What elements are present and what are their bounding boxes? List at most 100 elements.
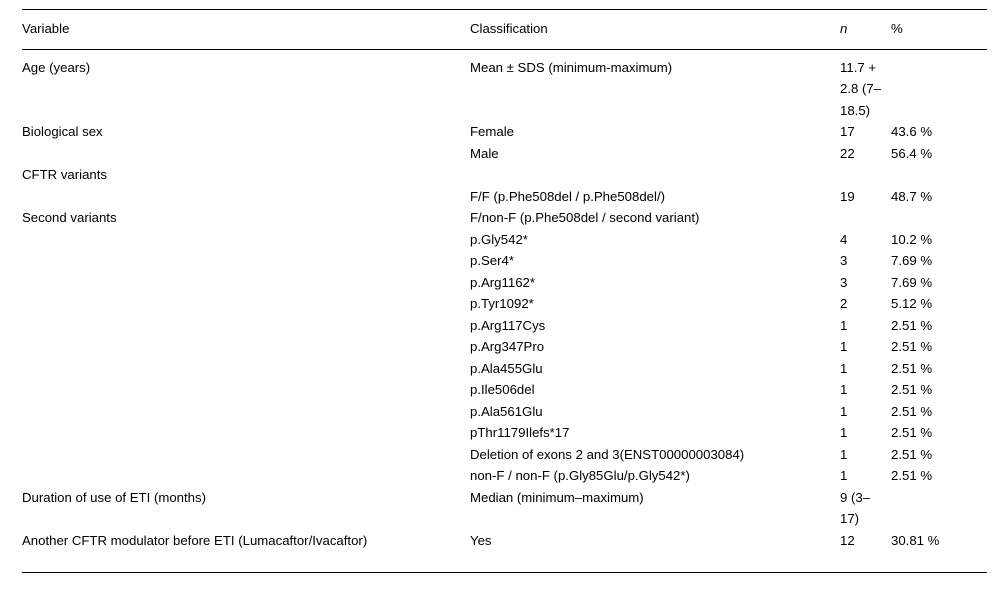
cell-variable-text: Second variants — [22, 210, 117, 225]
cell-percent: 5.12 % — [891, 293, 987, 315]
cell-percent: 2.51 % — [891, 444, 987, 466]
cell-classification: pThr1179Ilefs*17 — [470, 422, 840, 444]
cell-percent: 2.51 % — [891, 315, 987, 337]
cell-percent: 30.81 % — [891, 530, 987, 562]
column-header-classification: Classification — [470, 9, 840, 50]
cell-percent-text: 2.51 % — [891, 403, 933, 419]
cell-n: 1 — [840, 358, 891, 380]
cell-percent-text: 5.12 % — [891, 296, 933, 311]
column-header-percent: % — [891, 9, 987, 50]
cell-variable — [22, 293, 470, 315]
cell-percent: 43.6 % — [891, 121, 987, 143]
cell-n-text: 11.7 + 2.8 (7–18.5) — [840, 59, 882, 118]
cell-n: 1 — [840, 422, 891, 444]
table-row: CFTR variants — [22, 164, 987, 186]
cell-percent-text: 56.4 % — [891, 145, 933, 161]
cell-n-text: 17 — [840, 124, 855, 139]
table-row: p.Gly542* 4 10.2 % — [22, 229, 987, 251]
cell-percent-text: 48.7 % — [891, 188, 933, 204]
table-row: Age (years)Mean ± SDS (minimum-maximum) 1… — [22, 49, 987, 121]
table-row: Duration of use of ETI (months) Median (m… — [22, 487, 987, 530]
cell-classification: F/non-F (p.Phe508del / second variant) — [470, 207, 840, 229]
cell-classification: Male — [470, 143, 840, 165]
cell-n-text: 12 — [840, 532, 855, 548]
table-row: Another CFTR modulator before ETI (Lumac… — [22, 530, 987, 562]
cell-n-text: 1 — [840, 317, 848, 333]
cell-percent-text: 2.51 % — [891, 382, 933, 397]
column-header-variable: Variable — [22, 9, 470, 50]
cell-variable: Age (years) — [22, 49, 470, 121]
cell-percent: 2.51 % — [891, 336, 987, 358]
cell-variable-text: Duration of use of ETI (months) — [22, 489, 206, 505]
cell-n: 3 — [840, 250, 891, 272]
cell-variable — [22, 422, 470, 444]
cell-n-text: 22 — [840, 145, 855, 161]
cell-variable: Second variants — [22, 207, 470, 229]
cell-variable — [22, 315, 470, 337]
cell-n — [840, 207, 891, 229]
cell-classification-text: Female — [470, 124, 514, 139]
cell-n-text: 1 — [840, 403, 848, 419]
cell-percent: 2.51 % — [891, 465, 987, 487]
cell-variable: Duration of use of ETI (months) — [22, 487, 470, 530]
cell-classification-text: Mean ± SDS (minimum-maximum) — [470, 59, 673, 75]
cell-percent — [891, 164, 987, 186]
cell-percent-text: 2.51 % — [891, 446, 933, 462]
cell-percent-text: 2.51 % — [891, 425, 933, 440]
table-row: p.Arg347Pro 1 2.51 % — [22, 336, 987, 358]
cell-n: 4 — [840, 229, 891, 251]
cell-variable — [22, 358, 470, 380]
cell-classification-text: F/F (p.Phe508del / p.Phe508del/) — [470, 188, 666, 204]
cell-percent-text: 2.51 % — [891, 317, 933, 333]
cell-n — [840, 164, 891, 186]
cell-classification-text: p.Ser4* — [470, 253, 514, 268]
cell-n: 3 — [840, 272, 891, 294]
cell-percent: 2.51 % — [891, 401, 987, 423]
cell-n-text: 4 — [840, 231, 848, 247]
cell-n: 1 — [840, 401, 891, 423]
cell-classification-text: non-F / non-F (p.Gly85Glu/p.Gly542*) — [470, 468, 690, 483]
cell-variable — [22, 401, 470, 423]
cell-variable: CFTR variants — [22, 164, 470, 186]
cell-classification: Yes — [470, 530, 840, 562]
cell-n: 1 — [840, 336, 891, 358]
cell-classification: Deletion of exons 2 and 3(ENST0000000308… — [470, 444, 840, 466]
cell-percent — [891, 49, 987, 121]
cell-variable — [22, 272, 470, 294]
table-row: F/F (p.Phe508del / p.Phe508del/) 19 48.7 % — [22, 186, 987, 208]
cell-classification-text: Median (minimum–maximum) — [470, 489, 644, 505]
cell-n: 11.7 + 2.8 (7–18.5) — [840, 49, 891, 121]
cell-classification: p.Gly542* — [470, 229, 840, 251]
cell-n-text: 3 — [840, 274, 848, 290]
cell-classification: p.Arg117Cys — [470, 315, 840, 337]
cell-classification-text: Yes — [470, 532, 492, 548]
cell-classification-text: p.Arg347Pro — [470, 339, 545, 354]
cell-n: 9 (3–17) — [840, 487, 891, 530]
cell-classification-text: p.Gly542* — [470, 231, 528, 247]
table-header: Variable Classification n % — [22, 9, 987, 50]
cell-n-text: 1 — [840, 446, 848, 462]
cell-percent: 2.51 % — [891, 379, 987, 401]
cell-n-text: 9 (3–17) — [840, 489, 871, 527]
cell-n-text: 19 — [840, 188, 855, 204]
cell-classification-text: Deletion of exons 2 and 3(ENST0000000308… — [470, 446, 745, 462]
cell-classification: p.Arg1162* — [470, 272, 840, 294]
cell-variable — [22, 250, 470, 272]
cell-n: 1 — [840, 465, 891, 487]
cell-classification: p.Ser4* — [470, 250, 840, 272]
cell-variable — [22, 465, 470, 487]
cell-classification: non-F / non-F (p.Gly85Glu/p.Gly542*) — [470, 465, 840, 487]
cell-variable-text: Biological sex — [22, 124, 103, 139]
cell-percent-text: 43.6 % — [891, 124, 933, 139]
cell-variable — [22, 444, 470, 466]
cell-n-text: 1 — [840, 339, 848, 354]
table-header-row: Variable Classification n % — [22, 9, 987, 50]
cell-n: 1 — [840, 379, 891, 401]
cell-percent: 10.2 % — [891, 229, 987, 251]
cell-classification-text: F/non-F (p.Phe508del / second variant) — [470, 210, 700, 225]
cell-variable — [22, 143, 470, 165]
